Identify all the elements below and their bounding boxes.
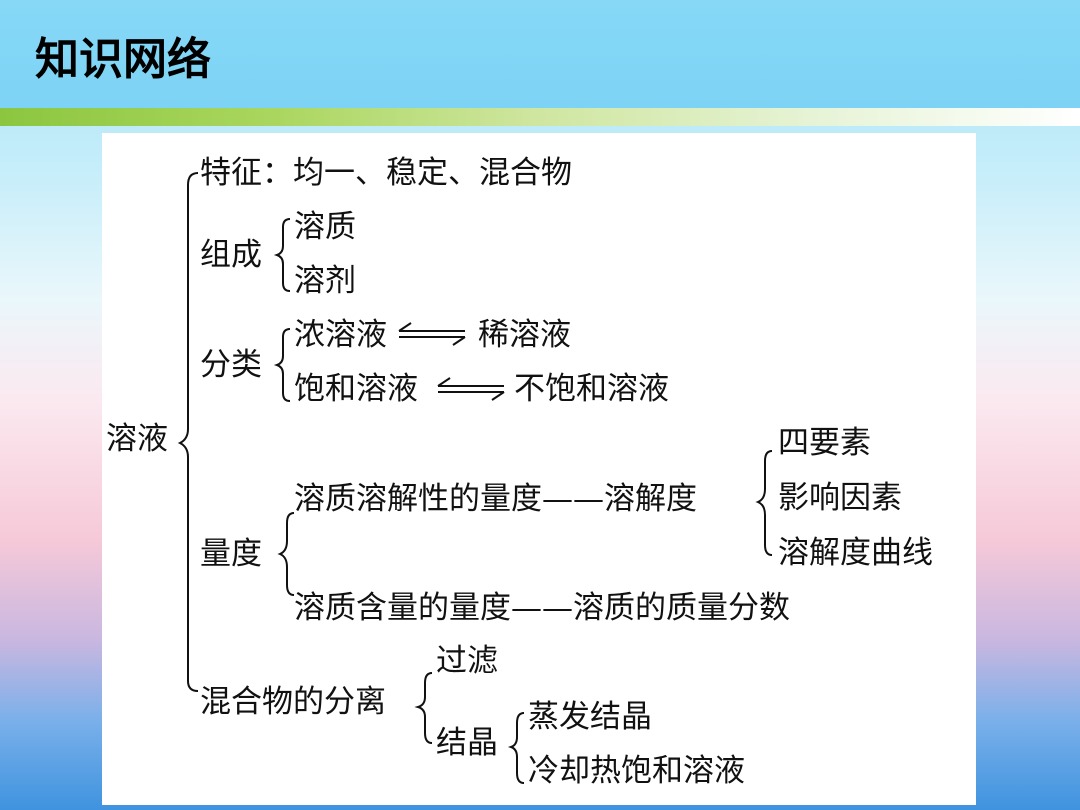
- brace-lines: [177, 172, 773, 784]
- separation-label: 混合物的分离: [200, 684, 386, 720]
- content-line: 溶质含量的量度——溶质的质量分数: [294, 590, 790, 626]
- feature-node: 特征：均一、稳定、混合物: [200, 155, 572, 191]
- composition-item-solvent: 溶剂: [294, 263, 356, 299]
- solubility-brace: [755, 450, 773, 556]
- accent-bar: [0, 108, 1080, 126]
- measure-label: 量度: [200, 536, 262, 572]
- dilute-solution: 稀溶液: [478, 317, 571, 353]
- reversible-arrow-top-head-right: [452, 336, 466, 346]
- crystal-label: 结晶: [436, 725, 498, 761]
- composition-label: 组成: [200, 237, 262, 273]
- crystal-item-evaporation: 蒸发结晶: [528, 699, 652, 735]
- reversible-arrow-bottom-head-left: [437, 377, 451, 387]
- reversible-arrow-bottom-head-right: [491, 391, 505, 401]
- composition-brace: [273, 218, 291, 292]
- solubility-item-four-elements: 四要素: [778, 425, 871, 461]
- knowledge-map-panel: 溶液 特征：均一、稳定、混合物 组成 溶质 溶剂 分类 浓溶液 稀溶液 饱和溶液…: [102, 133, 976, 805]
- reversible-arrow-top-head-left: [398, 322, 412, 332]
- unsaturated-solution: 不饱和溶液: [514, 371, 669, 407]
- composition-item-solute: 溶质: [294, 209, 356, 245]
- measure-brace: [277, 512, 295, 596]
- root-brace: [177, 172, 199, 692]
- solubility-item-curve: 溶解度曲线: [778, 535, 933, 571]
- separation-brace: [414, 672, 433, 744]
- page-title: 知识网络: [35, 34, 211, 85]
- solubility-item-factors: 影响因素: [778, 480, 902, 516]
- saturated-solution: 饱和溶液: [294, 371, 418, 407]
- classification-label: 分类: [200, 347, 262, 383]
- separation-item-filter: 过滤: [436, 643, 498, 679]
- solubility-line: 溶质溶解性的量度——溶解度: [294, 481, 697, 517]
- concentrated-solution: 浓溶液: [294, 317, 387, 353]
- crystal-item-cooling: 冷却热饱和溶液: [528, 753, 745, 789]
- classification-brace: [273, 328, 291, 402]
- crystal-brace: [507, 712, 525, 784]
- root-node: 溶液: [106, 421, 168, 457]
- header-bar: 知识网络: [0, 0, 1080, 108]
